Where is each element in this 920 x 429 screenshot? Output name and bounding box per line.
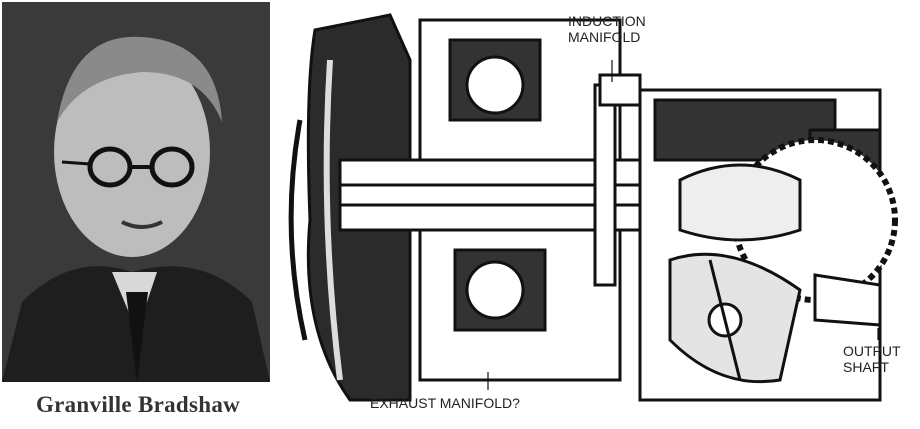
output-shaft-label: OUTPUT SHAFT (843, 343, 901, 375)
label-line: SHAFT (843, 359, 889, 375)
portrait-photo (2, 2, 270, 382)
exhaust-manifold-label: EXHAUST MANIFOLD? (370, 395, 520, 411)
label-line: INDUCTION (568, 13, 646, 29)
portrait-image (2, 2, 270, 382)
portrait-caption: Granville Bradshaw (35, 392, 241, 417)
label-line: OUTPUT (843, 343, 901, 359)
engine-cutaway-diagram: INDUCTION MANIFOLD EXHAUST MANIFOLD? OUT… (280, 0, 920, 424)
label-line: MANIFOLD (568, 29, 641, 45)
engine-drawing (288, 13, 898, 402)
induction-manifold-label: INDUCTION MANIFOLD (568, 13, 646, 45)
